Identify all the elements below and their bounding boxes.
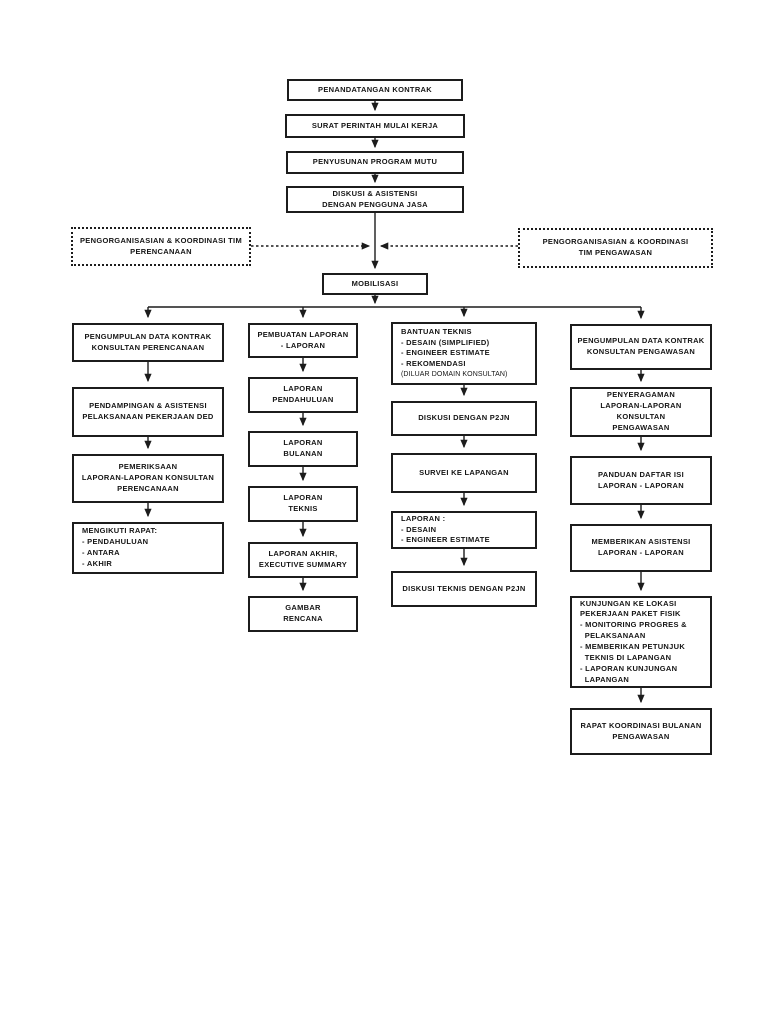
node-pendampingan-asistensi-ded: PENDAMPINGAN & ASISTENSI PELAKSANAAN PEK…	[72, 387, 224, 437]
node-pemeriksaan-laporan-perencanaan: PEMERIKSAAN LAPORAN-LAPORAN KONSULTAN PE…	[72, 454, 224, 503]
node-diskusi-teknis-p2jn: DISKUSI TEKNIS DENGAN P2JN	[391, 571, 537, 607]
node-bantuan-teknis-note: (DILUAR DOMAIN KONSULTAN)	[401, 371, 508, 379]
node-pembuatan-laporan: PEMBUATAN LAPORAN - LAPORAN	[248, 323, 358, 358]
node-kunjungan-lokasi: KUNJUNGAN KE LOKASI PEKERJAAN PAKET FISI…	[570, 596, 712, 688]
branch-distribution	[144, 306, 645, 320]
node-bantuan-teknis: BANTUAN TEKNIS - DESAIN (SIMPLIFIED) - E…	[391, 322, 537, 385]
node-laporan-teknis: LAPORAN TEKNIS	[248, 486, 358, 522]
node-laporan-pendahuluan: LAPORAN PENDAHULUAN	[248, 377, 358, 413]
node-rapat-koordinasi-bulanan: RAPAT KOORDINASI BULANAN PENGAWASAN	[570, 708, 712, 755]
node-surat-perintah-mulai-kerja: SURAT PERINTAH MULAI KERJA	[285, 114, 465, 138]
node-laporan-bulanan: LAPORAN BULANAN	[248, 431, 358, 467]
node-pengumpulan-data-perencanaan: PENGUMPULAN DATA KONTRAK KONSULTAN PEREN…	[72, 323, 224, 362]
node-memberikan-asistensi: MEMBERIKAN ASISTENSI LAPORAN - LAPORAN	[570, 524, 712, 572]
node-panduan-daftar-isi: PANDUAN DAFTAR ISI LAPORAN - LAPORAN	[570, 456, 712, 505]
node-pengorganisasian-tim-perencanaan: PENGORGANISASIAN & KOORDINASI TIM PERENC…	[71, 227, 251, 266]
node-gambar-rencana: GAMBAR RENCANA	[248, 596, 358, 632]
node-survei-ke-lapangan: SURVEI KE LAPANGAN	[391, 453, 537, 493]
node-pengumpulan-data-pengawasan: PENGUMPULAN DATA KONTRAK KONSULTAN PENGA…	[570, 324, 712, 370]
node-diskusi-dengan-p2jn: DISKUSI DENGAN P2JN	[391, 401, 537, 436]
node-penyusunan-program-mutu: PENYUSUNAN PROGRAM MUTU	[286, 151, 464, 174]
node-penandatangan-kontrak: PENANDATANGAN KONTRAK	[287, 79, 463, 101]
node-pengorganisasian-tim-pengawasan: PENGORGANISASIAN & KOORDINASI TIM PENGAW…	[518, 228, 713, 268]
node-laporan-akhir: LAPORAN AKHIR, EXECUTIVE SUMMARY	[248, 542, 358, 578]
node-mobilisasi: MOBILISASI	[322, 273, 428, 295]
node-penyeragaman-laporan: PENYERAGAMAN LAPORAN-LAPORAN KONSULTAN P…	[570, 387, 712, 437]
node-laporan-desain-estimate: LAPORAN : - DESAIN - ENGINEER ESTIMATE	[391, 511, 537, 549]
node-diskusi-asistensi-pengguna-jasa: DISKUSI & ASISTENSI DENGAN PENGGUNA JASA	[286, 186, 464, 213]
node-mengikuti-rapat: MENGIKUTI RAPAT: - PENDAHULUAN - ANTARA …	[72, 522, 224, 574]
node-bantuan-teknis-label: BANTUAN TEKNIS - DESAIN (SIMPLIFIED) - E…	[401, 326, 490, 369]
